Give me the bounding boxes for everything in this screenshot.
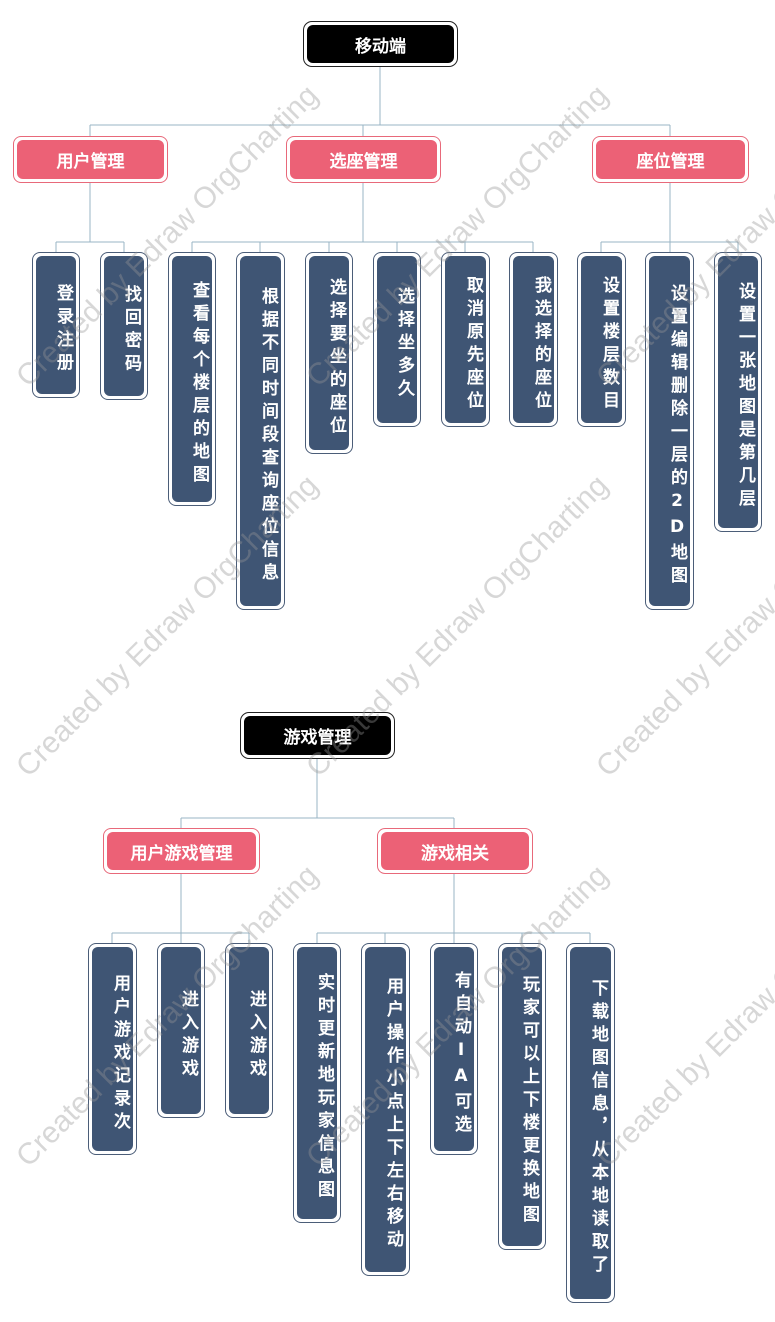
- category-label: 选座管理: [290, 140, 437, 179]
- leaf-label: 进入游戏: [161, 947, 201, 1114]
- leaf-user-game-record: 用户游戏记录次: [88, 943, 137, 1155]
- game-root-node: 游戏管理: [240, 712, 395, 759]
- leaf-label: 找回密码: [104, 256, 144, 396]
- leaf-realtime-player-map: 实时更新地玩家信息图: [293, 943, 341, 1223]
- leaf-label: 取消原先座位: [445, 256, 486, 423]
- leaf-label: 设置楼层数目: [581, 256, 622, 423]
- leaf-change-floor-map: 玩家可以上下楼更换地图: [498, 943, 546, 1250]
- leaf-edit-2d-map: 设置编辑删除一层的2D地图: [645, 252, 694, 610]
- category-label: 座位管理: [596, 140, 745, 179]
- category-user-game-management: 用户游戏管理: [103, 828, 260, 874]
- category-label: 游戏相关: [381, 832, 529, 870]
- category-label: 用户游戏管理: [107, 832, 256, 870]
- leaf-label: 实时更新地玩家信息图: [297, 947, 337, 1219]
- leaf-query-seat-by-time: 根据不同时间段查询座位信息: [236, 252, 285, 610]
- mobile-root-label: 移动端: [307, 25, 454, 63]
- category-game-related: 游戏相关: [377, 828, 533, 874]
- game-root-label: 游戏管理: [244, 716, 391, 755]
- leaf-label: 用户操作小点上下左右移动: [365, 947, 406, 1272]
- leaf-label: 登录注册: [36, 256, 76, 394]
- leaf-view-floor-map: 查看每个楼层的地图: [168, 252, 216, 506]
- leaf-enter-game-2: 进入游戏: [225, 943, 273, 1118]
- leaf-label: 用户游戏记录次: [92, 947, 133, 1151]
- leaf-label: 设置编辑删除一层的2D地图: [649, 256, 690, 606]
- leaf-user-dot-movement: 用户操作小点上下左右移动: [361, 943, 410, 1276]
- leaf-set-floor-count: 设置楼层数目: [577, 252, 626, 427]
- leaf-set-map-floor: 设置一张地图是第几层: [714, 252, 762, 532]
- leaf-label: 有自动IA可选: [434, 947, 474, 1151]
- leaf-retrieve-password: 找回密码: [100, 252, 148, 400]
- leaf-label: 下载地图信息，从本地读取了: [570, 947, 611, 1299]
- leaf-auto-ai-option: 有自动IA可选: [430, 943, 478, 1155]
- leaf-label: 玩家可以上下楼更换地图: [502, 947, 542, 1246]
- leaf-my-seat: 我选择的座位: [509, 252, 558, 427]
- leaf-label: 查看每个楼层的地图: [172, 256, 212, 502]
- leaf-label: 设置一张地图是第几层: [718, 256, 758, 528]
- category-seat-selection: 选座管理: [286, 136, 441, 183]
- leaf-enter-game-1: 进入游戏: [157, 943, 205, 1118]
- leaf-label: 进入游戏: [229, 947, 269, 1114]
- leaf-label: 我选择的座位: [513, 256, 554, 423]
- leaf-label: 选择要坐的座位: [309, 256, 349, 450]
- category-label: 用户管理: [17, 140, 164, 179]
- leaf-login-register: 登录注册: [32, 252, 80, 398]
- category-seat-management: 座位管理: [592, 136, 749, 183]
- leaf-cancel-seat: 取消原先座位: [441, 252, 490, 427]
- leaf-choose-seat: 选择要坐的座位: [305, 252, 353, 454]
- leaf-download-map-info: 下载地图信息，从本地读取了: [566, 943, 615, 1303]
- mobile-root-node: 移动端: [303, 21, 458, 67]
- leaf-label: 选择坐多久: [377, 256, 417, 423]
- leaf-label: 根据不同时间段查询座位信息: [240, 256, 281, 606]
- leaf-choose-duration: 选择坐多久: [373, 252, 421, 427]
- category-user-management: 用户管理: [13, 136, 168, 183]
